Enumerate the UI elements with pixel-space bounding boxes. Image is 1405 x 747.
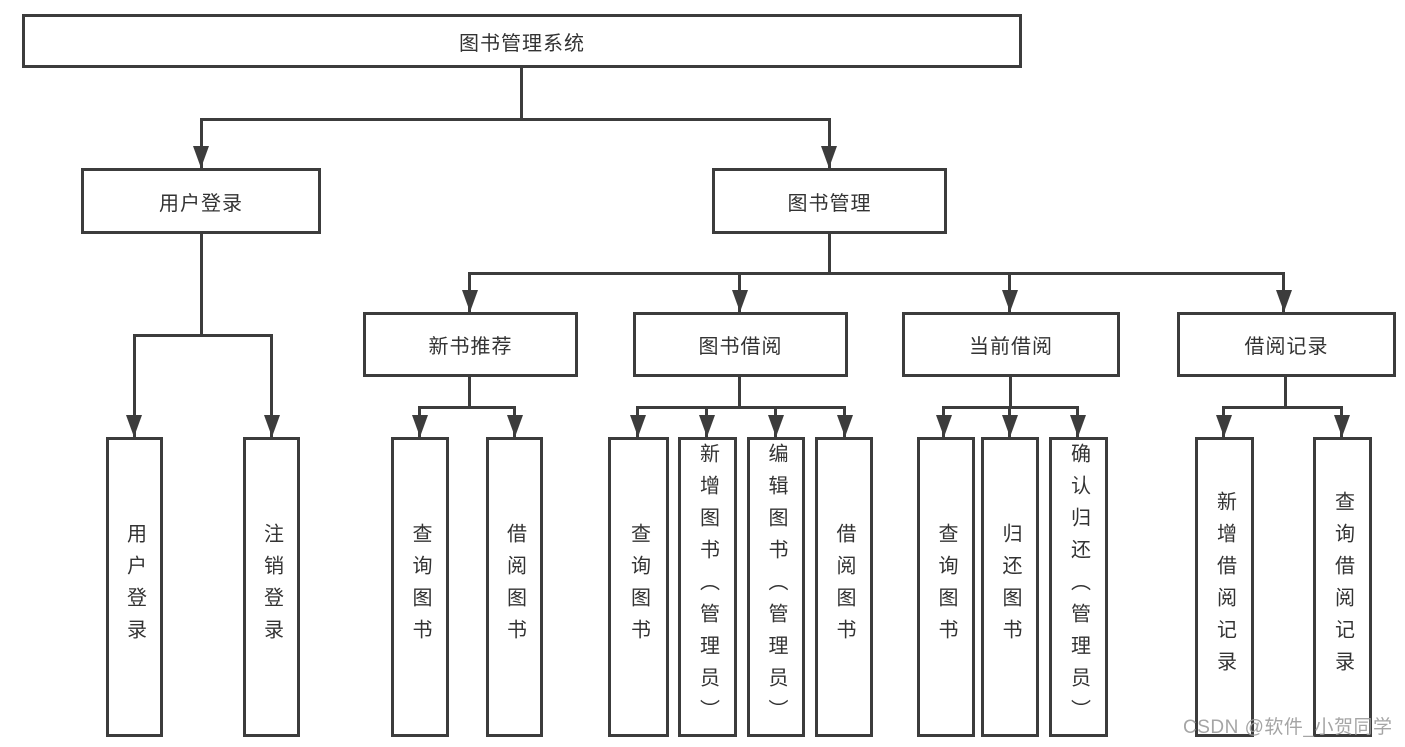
connector-line — [1009, 375, 1012, 408]
leaf-recommend-borrow-books: 借阅图书 — [486, 437, 543, 737]
connector-line — [520, 66, 523, 120]
connector-arrowhead — [1216, 415, 1232, 437]
connector-line — [828, 118, 831, 168]
connector-arrowhead — [1002, 290, 1018, 312]
connector-arrowhead — [264, 415, 280, 437]
node-library-management-system: 图书管理系统 — [22, 14, 1022, 68]
node-label: 借阅记录 — [1244, 336, 1329, 358]
node-label: 注销登录 — [260, 523, 283, 651]
connector-arrowhead — [630, 415, 646, 437]
leaf-borrowing-edit-books-admin: 编辑图书（管理员） — [747, 437, 805, 737]
node-label: 借阅图书 — [503, 523, 526, 651]
connector-arrowhead — [1002, 415, 1018, 437]
leaf-records-query-record: 查询借阅记录 — [1313, 437, 1372, 737]
node-new-book-recommendation: 新书推荐 — [363, 312, 578, 377]
node-user-login: 用户登录 — [81, 168, 321, 234]
connector-arrowhead — [507, 415, 523, 437]
connector-line — [200, 118, 203, 168]
connector-line — [418, 406, 516, 409]
connector-arrowhead — [126, 415, 142, 437]
node-label: 查询图书 — [627, 523, 650, 651]
connector-arrowhead — [1276, 290, 1292, 312]
node-borrowing-records: 借阅记录 — [1177, 312, 1396, 377]
connector-arrowhead — [768, 415, 784, 437]
leaf-current-return-books: 归还图书 — [981, 437, 1039, 737]
connector-arrowhead — [1070, 415, 1086, 437]
node-label: 新书推荐 — [428, 336, 513, 358]
leaf-records-add-record: 新增借阅记录 — [1195, 437, 1254, 737]
node-label: 用户登录 — [123, 523, 146, 651]
node-label: 图书管理系统 — [459, 32, 585, 55]
connector-arrowhead — [462, 290, 478, 312]
connector-line — [1222, 406, 1343, 409]
node-label: 新增借阅记录 — [1213, 491, 1236, 683]
connector-arrowhead — [821, 146, 837, 168]
connector-arrowhead — [1334, 415, 1350, 437]
leaf-logout-login: 注销登录 — [243, 437, 300, 737]
connector-line — [200, 118, 831, 121]
node-label: 用户登录 — [159, 192, 243, 215]
node-label: 新增图书（管理员） — [696, 443, 719, 731]
node-book-borrowing: 图书借阅 — [633, 312, 848, 377]
connector-line — [270, 334, 273, 437]
node-label: 图书借阅 — [698, 336, 783, 358]
connector-arrowhead — [193, 146, 209, 168]
connector-arrowhead — [699, 415, 715, 437]
node-label: 归还图书 — [999, 523, 1021, 651]
connector-arrowhead — [837, 415, 853, 437]
leaf-current-confirm-return-admin: 确认归还（管理员） — [1049, 437, 1108, 737]
connector-line — [636, 406, 846, 409]
node-current-borrowing: 当前借阅 — [902, 312, 1120, 377]
connector-line — [738, 375, 741, 408]
connector-line — [1284, 375, 1287, 408]
leaf-borrowing-add-books-admin: 新增图书（管理员） — [678, 437, 737, 737]
connector-line — [468, 272, 1285, 275]
connector-line — [828, 231, 831, 275]
connector-arrowhead — [412, 415, 428, 437]
node-label: 查询借阅记录 — [1331, 491, 1354, 683]
node-label: 查询图书 — [409, 523, 431, 651]
node-label: 编辑图书（管理员） — [765, 443, 787, 731]
node-label: 当前借阅 — [969, 336, 1053, 358]
connector-line — [133, 334, 136, 437]
leaf-current-query-books: 查询图书 — [917, 437, 975, 737]
node-label: 图书管理 — [787, 192, 872, 215]
connector-line — [468, 375, 471, 408]
leaf-recommend-query-books: 查询图书 — [391, 437, 449, 737]
connector-arrowhead — [936, 415, 952, 437]
node-book-management: 图书管理 — [712, 168, 947, 234]
node-label: 借阅图书 — [833, 523, 855, 651]
csdn-watermark: CSDN @软件_小贺同学 — [1183, 717, 1393, 738]
node-label: 查询图书 — [935, 523, 957, 651]
connector-arrowhead — [732, 290, 748, 312]
leaf-borrowing-borrow-books: 借阅图书 — [815, 437, 873, 737]
leaf-user-login: 用户登录 — [106, 437, 163, 737]
leaf-borrowing-query-books: 查询图书 — [608, 437, 669, 737]
connector-line — [133, 334, 273, 337]
node-label: 确认归还（管理员） — [1067, 443, 1090, 731]
connector-line — [200, 231, 203, 336]
